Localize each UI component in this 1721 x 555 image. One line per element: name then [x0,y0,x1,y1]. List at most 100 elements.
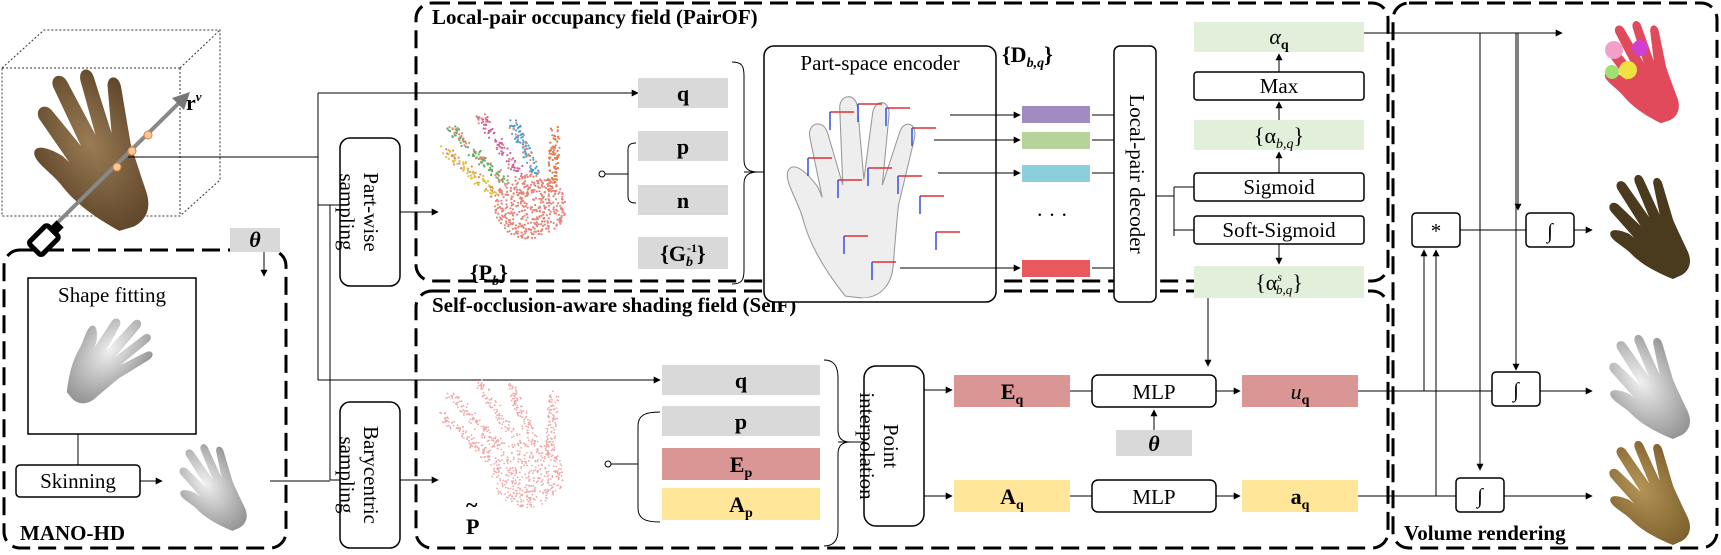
cloud-point [532,506,535,508]
cloud-point [535,435,538,438]
cloud-point [523,491,526,494]
cloud-point [519,202,523,205]
camera-ray-illustration: rv [1,29,221,257]
camera-icon [27,220,64,257]
cloud-point [463,410,466,412]
cloud-point [480,387,483,390]
cloud-point [519,458,522,461]
cloud-point [485,181,488,185]
cloud-point [519,124,522,127]
cloud-point [538,190,541,193]
cloud-point [543,191,546,194]
cloud-point [470,177,473,180]
cloud-point [508,219,512,222]
cloud-point [490,406,492,409]
cloud-point [547,474,549,477]
cloud-point [509,207,512,210]
cloud-point [486,451,488,453]
hand-photo [6,51,183,253]
cloud-point [559,463,562,465]
cloud-point [483,113,487,116]
cloud-point [489,449,492,452]
cloud-point [500,202,503,205]
cloud-point [545,444,548,447]
cloud-point [484,188,487,191]
skinning-label: Skinning [40,469,116,493]
cloud-point [511,227,514,230]
cloud-point [464,140,467,143]
cloud-point [511,467,514,470]
cloud-point [502,421,505,423]
cloud-point [511,166,514,169]
cloud-point [542,211,545,214]
cloud-point [512,428,515,431]
cloud-point [525,415,528,418]
cloud-point [547,456,550,459]
cloud-point [458,133,461,136]
cloud-point [491,445,494,448]
cloud-point [536,471,539,474]
cloud-point [489,128,492,131]
cloud-point [509,467,512,470]
cloud-point [548,406,550,409]
cloud-point [551,454,554,457]
cloud-point [552,493,555,496]
cloud-point [548,452,550,454]
cloud-point [527,426,530,429]
svg-text:~: ~ [466,492,478,517]
cloud-point [469,418,472,421]
cloud-point [517,140,520,143]
cloud-point [448,126,451,129]
cloud-point [489,431,491,434]
cloud-point [490,464,492,466]
cloud-point [523,182,526,185]
cloud-point [447,148,450,151]
cloud-point [533,227,536,230]
cloud-point [552,440,554,443]
cloud-point [545,187,548,190]
cloud-point [471,417,474,420]
cloud-point [481,432,484,435]
cloud-point [556,162,560,165]
cloud-point [535,172,538,175]
cloud-point [552,492,554,494]
cloud-point [556,410,558,413]
cloud-point [476,446,479,449]
cloud-point [489,195,492,198]
cloud-point [493,470,495,472]
cloud-point [556,140,559,143]
cloud-point [487,456,490,459]
cloud-point [460,400,463,402]
cloud-point [552,465,555,468]
cloud-point [452,424,455,427]
cloud-point [510,473,513,476]
ellipsis: · · · [1036,203,1067,227]
cloud-point [527,144,530,147]
cloud-point [538,210,542,213]
cloud-point [504,216,507,219]
cloud-point [501,415,503,417]
cloud-point [480,434,483,437]
cloud-point [494,174,497,177]
cloud-point [551,150,554,153]
cloud-point [550,459,552,461]
cloud-point [509,190,512,193]
cloud-point [525,173,528,176]
cloud-point [495,140,498,143]
cloud-point [524,150,527,153]
cloud-point [496,476,498,478]
cloud-point [516,406,518,409]
cloud-point [532,190,535,194]
cloud-point [532,485,535,488]
cloud-point [511,452,513,455]
cloud-point [520,231,523,234]
cloud-point [528,479,531,481]
pairof-q-label: q [677,81,690,106]
cloud-point [515,186,518,189]
cloud-point [500,427,503,430]
cloud-point [560,471,563,474]
cloud-point [540,223,543,226]
cloud-point [533,236,537,239]
cloud-point [453,132,456,135]
cloud-point [549,169,552,172]
